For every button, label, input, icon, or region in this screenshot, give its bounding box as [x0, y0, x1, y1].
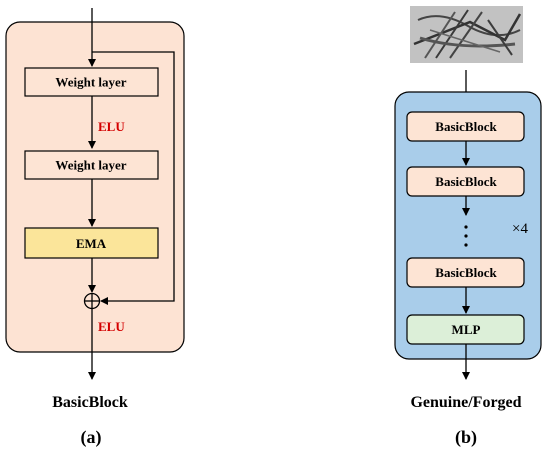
- skip-connection: [92, 51, 175, 305]
- panel-a: Weight layer ELU Weight layer EMA ELU Ba…: [5, 8, 185, 448]
- basicblock-3-label: BasicBlock: [435, 265, 497, 280]
- basicblock-2-label: BasicBlock: [435, 174, 497, 189]
- weight-layer-1-label: Weight layer: [55, 75, 126, 90]
- weight-layer-2-label: Weight layer: [55, 158, 126, 173]
- panel-a-caption: BasicBlock: [52, 394, 128, 411]
- basicblock-1-label: BasicBlock: [435, 119, 497, 134]
- weight-layer-1: [24, 67, 159, 97]
- repeat-multiplier: ×4: [512, 221, 528, 237]
- panel-a-sublabel: (a): [81, 427, 102, 448]
- output-label: Genuine/Forged: [410, 394, 521, 411]
- panel-b-background: [394, 91, 542, 360]
- mlp-label: MLP: [452, 322, 481, 337]
- ema-block: [24, 227, 159, 259]
- panel-b: BasicBlock BasicBlock ×4 BasicBlock MLP …: [394, 6, 542, 448]
- activation-label-1: ELU: [98, 119, 125, 134]
- ellipsis-icon: [464, 225, 468, 247]
- signature-image: [410, 6, 523, 63]
- add-operator: [83, 292, 101, 310]
- panel-b-sublabel: (b): [455, 427, 477, 448]
- activation-label-2: ELU: [98, 319, 125, 334]
- panel-a-background: [5, 21, 185, 353]
- weight-layer-2: [24, 150, 159, 180]
- ema-label: EMA: [76, 236, 107, 251]
